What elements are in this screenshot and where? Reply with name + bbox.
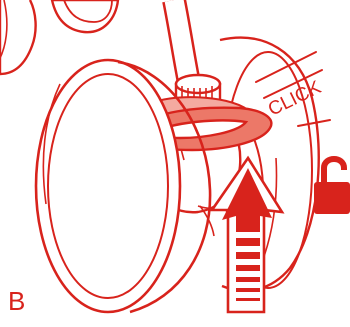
panel-label: B (8, 286, 25, 316)
rear-wheel-right (52, 0, 118, 32)
frame-tube (174, 0, 190, 88)
rear-wheel-left (0, 0, 36, 74)
